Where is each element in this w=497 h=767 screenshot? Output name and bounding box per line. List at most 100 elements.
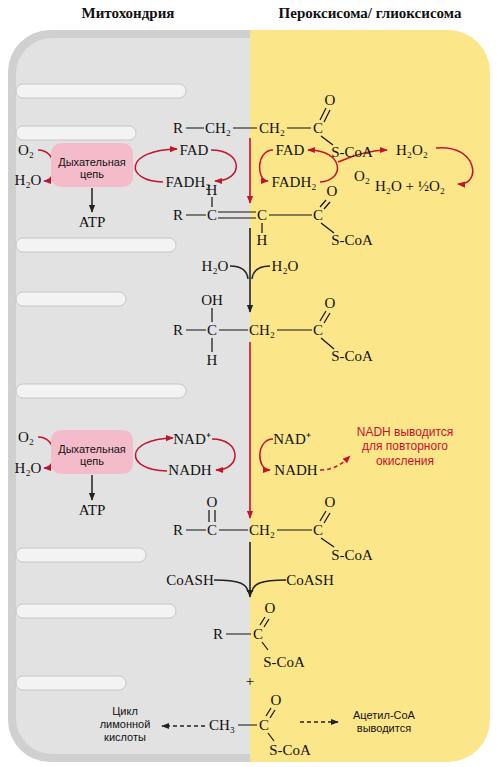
chemical-formula: H₂O₂ — [396, 142, 428, 159]
note-text: NADH выводится для повторного окисления — [355, 425, 455, 468]
bonds — [186, 108, 334, 741]
bonds — [238, 708, 275, 741]
chemical-formula: H — [207, 182, 218, 199]
main-flow-arrows — [249, 228, 251, 312]
cofactor-arrows — [214, 580, 248, 592]
box-label: Дыхательная цепь — [55, 438, 129, 467]
main-flow-arrows — [249, 542, 251, 597]
cofactor-arrows — [260, 439, 273, 470]
chemical-formula: CH₂ — [259, 120, 285, 137]
note-text: Цикл лимонной кислоты — [93, 705, 157, 745]
chemical-formula: H₂O — [272, 258, 299, 275]
cofactor-arrows — [91, 188, 93, 212]
chemical-formula: S-CoA — [331, 348, 373, 365]
chemical-formula: O₂ — [18, 142, 34, 159]
chemical-formula: CH₂ — [249, 522, 275, 539]
chemical-formula: OH — [201, 292, 223, 309]
chemical-formula: + — [246, 673, 254, 690]
cofactor-arrows — [230, 266, 248, 279]
cofactor-arrows — [260, 150, 273, 181]
chemical-formula: S-CoA — [331, 144, 373, 161]
chemical-formula: C — [207, 207, 217, 224]
respiratory-chain-box: Дыхательная цепь — [51, 430, 133, 474]
chemical-formula: C — [207, 522, 217, 539]
chemical-formula: O — [271, 692, 282, 709]
bonds — [186, 212, 312, 218]
chemical-formula: C — [257, 207, 267, 224]
chemical-formula: O — [327, 183, 338, 200]
chemical-formula: C — [253, 626, 263, 643]
chemical-formula: ATP — [79, 214, 106, 231]
mitochondrion-shape — [8, 30, 250, 762]
chemical-formula: NAD⁺ — [173, 428, 211, 448]
chemical-formula: CoASH — [166, 572, 214, 589]
organelle-region: МитохондрияДыхательная цепьДыхательная ц… — [8, 0, 248, 767]
chemical-formula: S-CoA — [331, 547, 373, 564]
mitochondrion-shape — [16, 548, 146, 562]
region-heading: Митохондрия — [8, 0, 248, 22]
mitochondrion-shape — [16, 126, 136, 140]
peroxisome-shape — [250, 30, 490, 762]
cofactor-arrows — [162, 725, 205, 727]
region-heading: Пероксисома/ глиоксисома — [250, 0, 490, 22]
mitochondrion-shape — [16, 84, 186, 690]
chemical-formula: FAD — [276, 142, 305, 159]
chemical-formula: NAD⁺ — [273, 428, 311, 448]
mitochondrion-shape — [8, 30, 250, 762]
cofactor-arrows — [91, 475, 93, 500]
chemical-formula: H₂O — [15, 460, 42, 477]
bonds — [212, 197, 262, 233]
chemical-formula: H — [207, 352, 218, 369]
main-flow-arrows — [249, 138, 251, 203]
chemical-formula: C — [313, 522, 323, 539]
chemical-formula: H₂O + ½O₂ — [375, 178, 445, 195]
cofactor-arrows — [252, 266, 270, 279]
chemical-formula: R — [173, 120, 183, 137]
mitochondrion-shape — [16, 384, 186, 398]
chemical-formula: FAD — [180, 142, 209, 159]
chemical-formula: O — [325, 494, 336, 511]
chemical-formula: R — [173, 207, 183, 224]
bonds — [186, 127, 311, 128]
chemical-formula: O — [207, 494, 218, 511]
cofactor-arrows — [300, 721, 338, 723]
bonds — [209, 510, 215, 522]
chemical-formula: O — [325, 92, 336, 109]
chemical-formula: R — [173, 522, 183, 539]
chemical-formula: H — [257, 232, 268, 249]
mitochondrion-shape — [16, 676, 126, 690]
chemical-formula: O — [265, 600, 276, 617]
note-text: Ацетил-CoA выводится — [342, 709, 426, 735]
chemical-formula: NADH — [168, 462, 211, 479]
chemical-formula: FADH₂ — [166, 174, 211, 191]
chemical-formula: R — [213, 626, 223, 643]
chemical-formula: R — [173, 322, 183, 339]
chemical-formula: ATP — [79, 502, 106, 519]
chemical-formula: O₂ — [18, 429, 34, 446]
respiratory-chain-box: Дыхательная цепь — [51, 143, 133, 187]
chemical-formula: C — [313, 322, 323, 339]
chemical-formula: CH₃ — [209, 717, 235, 734]
chemical-formula: S-CoA — [269, 742, 311, 759]
chemical-formula: CH₂ — [249, 322, 275, 339]
chemical-formula: FADH₂ — [272, 174, 317, 191]
peroxisome-shape — [250, 30, 490, 762]
mitochondrion-shape — [16, 84, 186, 98]
cofactor-arrows — [252, 580, 286, 592]
chemical-formula: O — [325, 295, 336, 312]
chemical-formula: S-CoA — [263, 654, 305, 671]
chemical-formula: C — [313, 207, 323, 224]
chemical-formula: C — [207, 322, 217, 339]
cofactor-arrows — [135, 438, 173, 471]
organelle-region: Пероксисома/ глиоксисома — [250, 0, 490, 767]
cofactor-arrows — [320, 456, 350, 470]
chemical-formula: O₂ — [354, 168, 370, 185]
mitochondrion-shape — [16, 292, 126, 306]
bonds — [226, 617, 269, 650]
mitochondrion-shape — [16, 38, 250, 754]
chemical-formula: S-CoA — [331, 232, 373, 249]
main-flow-arrows — [249, 342, 251, 518]
cofactor-arrows — [38, 148, 473, 726]
chemical-formula: NADH — [274, 462, 317, 479]
